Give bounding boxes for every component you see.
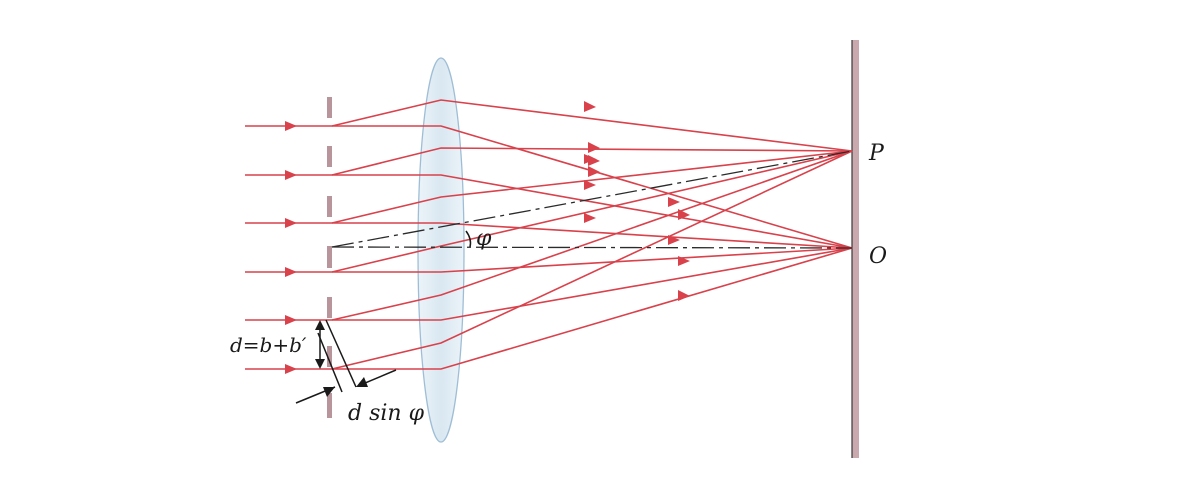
path-difference-marker [295,319,397,404]
diffraction-grating [327,97,332,418]
screen [852,40,859,458]
label-spacing: d=b+b′ [230,333,307,357]
ray-arrowheads [285,101,690,374]
label-angle: φ [476,226,492,251]
angle-arc [465,230,472,248]
rays-to-o [332,125,853,370]
spacing-marker [315,320,325,369]
label-o: O [869,244,887,269]
diffraction-direction-line [331,150,853,248]
rays-to-p [331,99,853,370]
label-path-difference: d sin φ [348,401,425,426]
optical-axis [331,246,853,249]
label-p: P [868,141,885,166]
